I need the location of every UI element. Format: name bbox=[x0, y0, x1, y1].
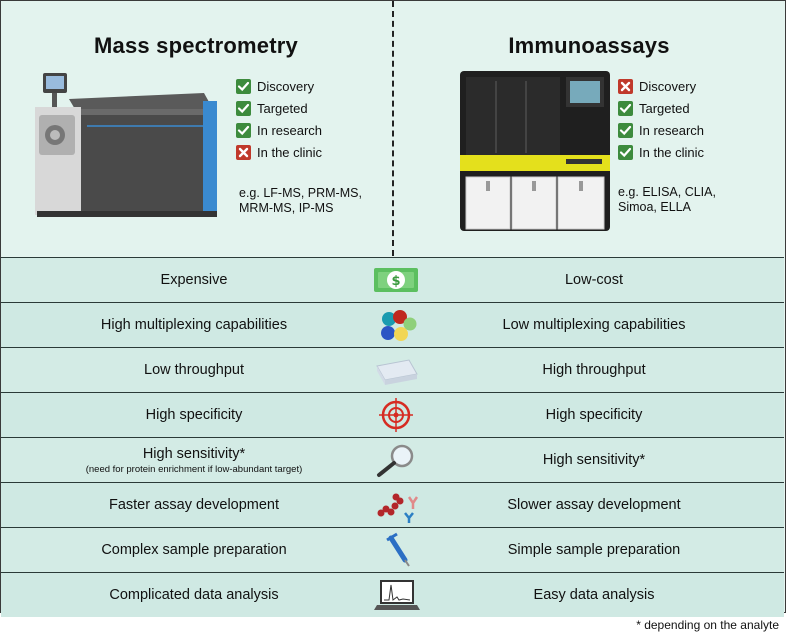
check-item: In research bbox=[236, 119, 322, 141]
checkmark-icon bbox=[236, 122, 251, 138]
check-item: In research bbox=[618, 119, 704, 141]
immunoassay-examples-line: e.g. ELISA, CLIA, bbox=[618, 185, 716, 199]
check-item-label: In the clinic bbox=[257, 144, 323, 160]
check-item: Targeted bbox=[618, 97, 704, 119]
mass-spec-property-text: Low throughput bbox=[144, 362, 244, 378]
check-item-label: In research bbox=[639, 122, 705, 138]
peptide-antibody-icon bbox=[377, 493, 419, 523]
checkmark-icon bbox=[236, 78, 251, 94]
checkmark-icon bbox=[618, 122, 633, 138]
cross-icon bbox=[618, 78, 633, 94]
checkmark-icon bbox=[618, 144, 633, 160]
check-item-label: Targeted bbox=[639, 100, 690, 116]
pipette-icon bbox=[386, 532, 410, 567]
comparison-row: High specificity High specificity bbox=[1, 392, 784, 437]
mass-spec-property-text: Complicated data analysis bbox=[109, 587, 279, 603]
check-item-label: In the clinic bbox=[639, 144, 705, 160]
immunoassay-property: Easy data analysis bbox=[533, 587, 655, 603]
comparison-row: High multiplexing capabilities Low multip… bbox=[1, 302, 784, 347]
immunoassay-property: Low-cost bbox=[564, 272, 624, 288]
immunoassay-property: Slower assay development bbox=[507, 497, 681, 513]
check-item: Targeted bbox=[236, 97, 322, 119]
cross-icon bbox=[236, 144, 251, 160]
mass-spec-examples-line: e.g. LF-MS, PRM-MS, bbox=[239, 186, 362, 200]
immunoassay-analyzer-icon bbox=[460, 71, 610, 231]
mass-spec-property-text: Expensive bbox=[160, 272, 228, 288]
immunoassay-examples-line: Simoa, ELLA bbox=[618, 200, 691, 214]
target-icon bbox=[379, 398, 413, 432]
mass-spec-examples: e.g. LF-MS, PRM-MS, MRM-MS, IP-MS bbox=[239, 186, 362, 216]
mass-spec-title: Mass spectrometry bbox=[94, 33, 298, 58]
money-icon: $ bbox=[374, 268, 418, 292]
comparison-row: High sensitivity*(need for protein enric… bbox=[1, 437, 784, 482]
comparison-row: Faster assay development Slower assay dev… bbox=[1, 482, 784, 527]
column-divider bbox=[392, 1, 394, 256]
check-item: In the clinic bbox=[236, 141, 322, 163]
mass-spec-property: Expensive bbox=[1, 258, 387, 302]
immunoassay-property: Low multiplexing capabilities bbox=[502, 317, 686, 333]
comparison-row: Expensive $ Low-cost bbox=[1, 257, 784, 302]
immunoassay-property: Simple sample preparation bbox=[507, 542, 681, 558]
comparison-row: Low throughput High throughput bbox=[1, 347, 784, 392]
check-item: In the clinic bbox=[618, 141, 704, 163]
beads-icon bbox=[381, 310, 417, 341]
immunoassay-examples: e.g. ELISA, CLIA, Simoa, ELLA bbox=[618, 185, 716, 215]
mass-spec-property: High sensitivity*(need for protein enric… bbox=[1, 438, 387, 482]
checkmark-icon bbox=[618, 100, 633, 116]
mass-spec-property: High specificity bbox=[1, 393, 387, 437]
mass-spec-property-text: High multiplexing capabilities bbox=[100, 317, 288, 333]
mass-spec-property: Faster assay development bbox=[1, 483, 387, 527]
laptop-spectrum-icon bbox=[374, 580, 420, 610]
mass-spectrometer-icon bbox=[35, 73, 217, 217]
footnote: * depending on the analyte bbox=[636, 618, 779, 632]
mass-spec-property: High multiplexing capabilities bbox=[1, 303, 387, 347]
mass-spec-property-text: Complex sample preparation bbox=[101, 542, 287, 558]
well-plate-icon bbox=[376, 359, 418, 385]
checkmark-icon bbox=[236, 100, 251, 116]
mass-spec-property: Complicated data analysis bbox=[1, 573, 387, 617]
check-item: Discovery bbox=[618, 75, 704, 97]
check-item-label: Discovery bbox=[639, 78, 697, 94]
check-item-label: In research bbox=[257, 122, 323, 138]
magnifier-icon bbox=[377, 444, 414, 477]
svg-text:$: $ bbox=[391, 274, 400, 289]
mass-spec-property-text: Faster assay development bbox=[108, 497, 280, 513]
mass-spec-property: Low throughput bbox=[1, 348, 387, 392]
check-item-label: Discovery bbox=[257, 78, 315, 94]
mass-spec-property-text: High specificity bbox=[145, 407, 243, 423]
mass-spec-property: Complex sample preparation bbox=[1, 528, 387, 572]
immunoassay-property: High throughput bbox=[542, 362, 646, 378]
immunoassay-title: Immunoassays bbox=[508, 33, 670, 58]
comparison-row: Complicated data analysis Easy data analy… bbox=[1, 572, 784, 617]
immunoassay-property: High sensitivity* bbox=[542, 452, 646, 468]
mass-spec-property-note: (need for protein enrichment if low-abun… bbox=[85, 463, 303, 475]
mass-spec-examples-line: MRM-MS, IP-MS bbox=[239, 201, 334, 215]
immunoassay-property: High specificity bbox=[545, 407, 643, 423]
comparison-row: Complex sample preparation Simple sample … bbox=[1, 527, 784, 572]
check-item-label: Targeted bbox=[257, 100, 308, 116]
check-item: Discovery bbox=[236, 75, 322, 97]
mass-spec-property-text: High sensitivity* bbox=[142, 445, 246, 462]
